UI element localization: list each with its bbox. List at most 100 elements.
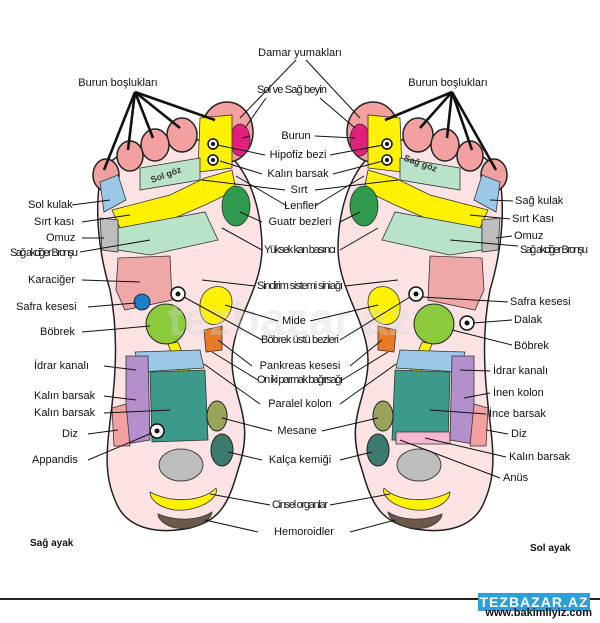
label-kalin-barsak-left-2: Kalın barsak: [34, 407, 96, 419]
left-foot-kidney: [413, 303, 455, 345]
right-foot-thyroid: [221, 185, 251, 227]
left-foot-hemorrhoid: [387, 511, 443, 529]
label-mesane: Mesane: [277, 425, 316, 437]
label-sag-ayak: Sağ ayak: [30, 538, 74, 549]
right-foot-kidney: [145, 303, 187, 345]
left-foot-shoulder: [481, 217, 501, 253]
left-foot-small-intestine: [391, 369, 451, 443]
brand-text: TEZBAZAR.AZ: [479, 594, 589, 610]
right-foot-shoulder: [99, 217, 119, 253]
label-mide: Mide: [282, 315, 306, 327]
label-sag-akciger-bronsu-left: Sağ akciğer Bronşu: [10, 247, 78, 259]
right-foot-reproductive: [149, 487, 217, 511]
site-link[interactable]: www.bakimliyiz.com: [485, 607, 592, 619]
label-guatr-bezleri: Guatr bezleri: [269, 216, 332, 228]
left-foot-reproductive: [383, 487, 451, 511]
left-foot-pancreas: [377, 325, 397, 353]
label-damar-yumaklari: Damar yumakları: [258, 47, 342, 59]
label-idrar-kanali-left: İdrar kanalı: [34, 359, 89, 372]
label-omuz-right: Omuz: [514, 230, 543, 242]
label-idrar-kanali-right: İdrar kanalı: [493, 364, 548, 377]
label-sol-kulak: Sol kulak: [28, 199, 73, 211]
right-foot-hip: [210, 433, 234, 467]
footer-divider: [0, 598, 600, 600]
label-bobrek-left: Böbrek: [40, 326, 75, 338]
left-foot-knee: [469, 403, 489, 447]
label-dalak: Dalak: [514, 314, 543, 326]
right-foot-pancreas: [203, 325, 223, 353]
label-bobrek-right: Böbrek: [514, 340, 549, 352]
label-safra-kesesi-right: Safra kesesi: [510, 296, 571, 308]
left-foot-illustration: Sağ göz: [337, 101, 508, 532]
right-foot-toe-4: [116, 140, 144, 172]
label-sol-ayak: Sol ayak: [530, 543, 571, 554]
label-sindirim-sistemi: Sindirim sistemi siniağı: [257, 280, 343, 292]
label-pankreas-kesesi: Pankreas kesesi: [260, 360, 341, 372]
label-diz-right: Diz: [511, 428, 527, 440]
right-foot-appendix-center: [154, 428, 160, 434]
watermark: tezbazar.az: [168, 293, 411, 345]
label-paralel-kolon: Paralel kolon: [268, 398, 332, 410]
label-diz-left: Diz: [62, 428, 78, 440]
right-foot-stomach: [199, 286, 233, 325]
right-foot-adrenal-center: [175, 291, 181, 297]
right-foot-hemorrhoid: [157, 511, 213, 529]
left-foot-thyroid: [349, 185, 379, 227]
leader-lines: [71, 59, 519, 533]
left-foot-ear: [473, 174, 501, 213]
labels: Damar yumakları Burun boşlukları Burun b…: [10, 47, 588, 554]
label-hemoroidler: Hemoroidler: [274, 526, 334, 538]
brand-badge: [478, 593, 590, 611]
feet-diagram: Sol göz: [10, 47, 588, 554]
label-sag-akciger-bronsu-right: Sağ akciğer Bronşu: [520, 244, 588, 256]
right-foot-ear: [99, 174, 127, 213]
left-foot-descending-colon: [449, 355, 475, 445]
label-kalin-barsak-left: Kalın barsak: [34, 390, 96, 402]
label-safra-kesesi-left: Safra kesesi: [16, 301, 77, 313]
label-inen-kolon: İnen kolon: [493, 386, 544, 399]
label-burun-bosluklari-right: Burun boşlukları: [408, 77, 488, 89]
label-hipofiz-bezi: Hipofiz bezi: [270, 149, 327, 161]
right-foot-heel: [158, 448, 204, 482]
label-sirt: Sırt: [290, 184, 307, 196]
label-lenfler: Lenfler: [284, 200, 318, 212]
right-foot-sinus-dot-center: [211, 142, 215, 146]
right-foot-pituitary-dot-center: [211, 158, 215, 162]
left-foot-spleen-area: [427, 255, 485, 311]
label-cinsel-organlar: Cinsel organlar: [272, 499, 328, 511]
label-kalca-kemigi: Kalça kemiği: [269, 454, 331, 466]
right-foot-gallbladder: [133, 293, 151, 311]
label-omuz-left: Omuz: [46, 232, 75, 244]
left-foot-brain: [349, 123, 371, 157]
label-kalin-barsak-top: Kalın barsak: [267, 168, 329, 180]
label-sirt-kasi-right: Sırt Kası: [512, 213, 554, 225]
left-foot-stomach: [367, 286, 401, 325]
left-foot-sinus-dot-center: [385, 142, 389, 146]
label-on-iki-parmak: On iki parmak bağırsağı: [257, 374, 343, 386]
left-foot-toe-2: [402, 117, 434, 153]
right-foot-bladder: [206, 400, 228, 432]
label-sirt-kasi-left: Sırt kası: [34, 216, 74, 228]
left-foot-toe-3: [430, 128, 460, 162]
label-bobrek-ustu-bezleri: Böbrek üstü bezleri: [261, 334, 339, 346]
left-foot-bladder: [372, 400, 394, 432]
left-foot-pituitary-dot-center: [385, 158, 389, 162]
label-karaciger: Karaciğer: [28, 274, 75, 286]
right-foot-toe-3: [140, 128, 170, 162]
left-foot-heel: [396, 448, 442, 482]
label-kalin-barsak-right: Kalın barsak: [509, 451, 571, 463]
right-foot-small-intestine: [149, 369, 209, 443]
label-appandis: Appandis: [32, 454, 78, 466]
left-foot-spleen-center: [464, 320, 470, 326]
label-sol-ve-sag-beyin: Sol ve Sağ beyin: [257, 84, 327, 96]
right-foot-toe-2: [166, 117, 198, 153]
label-yuksek-kan-basinci: Yüksek kan basıncı: [264, 244, 336, 256]
label-ince-barsak: İnce barsak: [489, 407, 546, 420]
label-burun-bosluklari-left: Burun boşlukları: [78, 77, 158, 89]
label-anus: Anüs: [503, 472, 529, 484]
right-foot-illustration: Sol göz: [92, 101, 263, 532]
right-foot-knee: [111, 403, 131, 447]
left-foot-adrenal-center: [413, 291, 419, 297]
label-burun: Burun: [281, 130, 310, 142]
